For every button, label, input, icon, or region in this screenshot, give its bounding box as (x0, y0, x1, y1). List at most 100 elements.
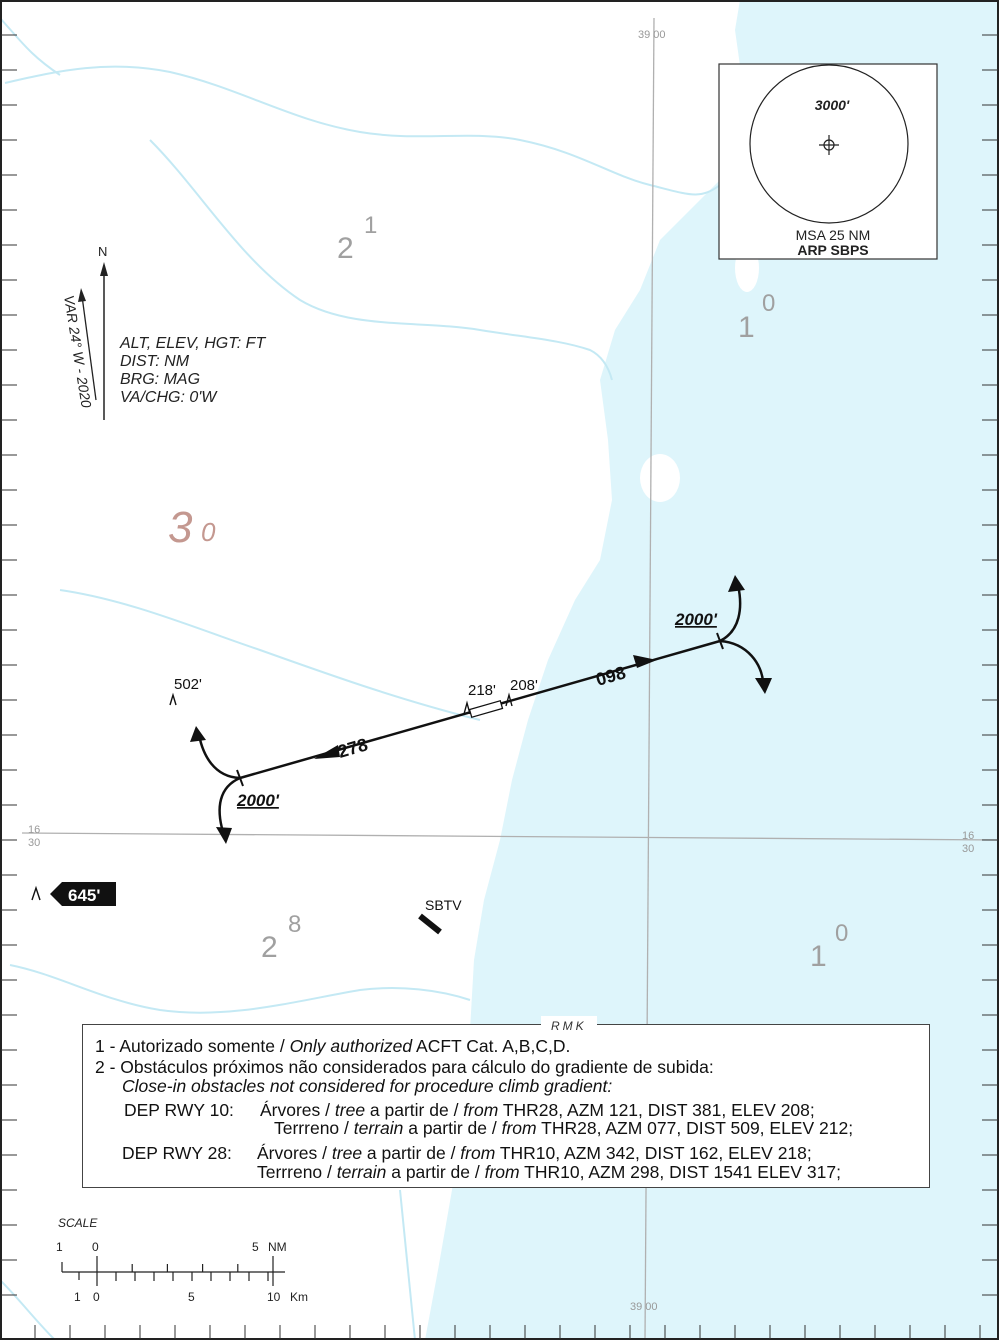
airport-sbtv: SBTV (418, 897, 462, 935)
rwy28-tree-tail: THR10, AZM 342, DIST 162, ELEV 218; (495, 1143, 812, 1163)
rwy10-tree-pt: Árvores / (260, 1100, 335, 1120)
remarks-title: RMK (541, 1016, 597, 1036)
arp-crosshair-icon (819, 135, 839, 155)
turn-arrow-icon (216, 827, 232, 844)
obstacle-218: 218' (468, 682, 496, 699)
remark-1-tail: ACFT Cat. A,B,C,D. (412, 1036, 571, 1056)
latitude-label-left-top: 16 (28, 824, 40, 836)
sector-number-sub: 1 (364, 212, 377, 239)
rwy28-tree-mid: a partir de / (362, 1143, 461, 1163)
remarks-box: RMK 1 - Autorizado somente / Only author… (82, 1016, 930, 1188)
sector-number-sub: 0 (762, 290, 775, 317)
rwy10-terrain-tail: THR28, AZM 077, DIST 509, ELEV 212; (536, 1118, 854, 1138)
obstacle-208: 208' (510, 677, 538, 694)
departure-route (190, 575, 772, 844)
msa-panel: 3000' MSA 25 NM ARP SBPS (718, 63, 938, 260)
rwy10-terrain: Terrreno / terrain a partir de / from TH… (274, 1118, 853, 1138)
units-legend: ALT, ELEV, HGT: FT DIST: NM BRG: MAG VA/… (119, 335, 266, 406)
rwy10-terrain-from: from (501, 1118, 537, 1138)
turn-arrow-icon (190, 726, 206, 742)
rwy28-terrain-from: from (484, 1162, 520, 1182)
remark-1-pt: 1 - Autorizado somente / (95, 1036, 290, 1056)
msa-label: MSA 25 NM (796, 227, 871, 243)
rwy28-tree-pt: Árvores / (257, 1143, 332, 1163)
remark-2: 2 - Obstáculos próximos não considerados… (95, 1057, 714, 1077)
north-label: N (98, 244, 107, 259)
remark-1: 1 - Autorizado somente / Only authorized… (95, 1036, 570, 1056)
sector-number-accent: 3 (168, 503, 193, 552)
units-alt: ALT, ELEV, HGT: FT (119, 335, 266, 352)
turn-arrow-icon (728, 575, 745, 592)
remark-2-en: Close-in obstacles not considered for pr… (122, 1076, 613, 1096)
rwy28-tree-from: from (460, 1143, 496, 1163)
remark-1-en: Only authorized (289, 1036, 413, 1056)
arrowhead-east (633, 655, 657, 668)
rwy10-tree-tail: THR28, AZM 121, DIST 381, ELEV 208; (498, 1100, 815, 1120)
scale-nm-five: 5 (252, 1240, 259, 1254)
latitude-label-right-bottom: 30 (962, 843, 974, 855)
scale-km-one: 1 (74, 1290, 81, 1304)
island (640, 454, 680, 502)
scale-nm-unit: NM (268, 1240, 287, 1254)
rwy10-terrain-mid: a partir de / (403, 1118, 502, 1138)
sector-number: 2 (337, 232, 354, 265)
rwy10-terrain-pt: Terrreno / (274, 1118, 354, 1138)
sector-number: 1 (738, 311, 755, 344)
rwy10-tree: Árvores / tree a partir de / from THR28,… (260, 1100, 815, 1120)
north-arrow: N VAR 24° W - 2020 (61, 244, 108, 420)
sector-number: 2 (261, 931, 278, 964)
scale-km-ten: 10 (267, 1290, 281, 1304)
msa-reference: ARP SBPS (797, 242, 868, 258)
latitude-label-left-bottom: 30 (28, 837, 40, 849)
rwy28-terrain-mid: a partir de / (386, 1162, 485, 1182)
sector-number-sub: 0 (835, 920, 848, 947)
runway-symbol (468, 699, 504, 719)
highest-obstacle-flag: 645' (50, 882, 116, 906)
heading-west: 278 (336, 734, 370, 762)
obstacle-icon (169, 692, 177, 706)
scale-bar: SCALE 1 0 5 NM 1 0 5 10 Km (56, 1216, 308, 1304)
sea-area (425, 0, 999, 1340)
obstacle-icons (31, 692, 513, 901)
rwy28-terrain-tail: THR10, AZM 298, DIST 1541 ELEV 317; (519, 1162, 841, 1182)
scale-nm-zero: 0 (92, 1240, 99, 1254)
longitude-label-top: 39 00 (638, 29, 666, 41)
sector-numbers: 2 1 1 0 3 0 2 8 1 0 (168, 212, 848, 973)
rwy10-tree-from: from (463, 1100, 499, 1120)
longitude-label-bottom: 39 00 (630, 1301, 658, 1313)
rwy10-terrain-en: terrain (353, 1118, 404, 1138)
units-brg: BRG: MAG (120, 371, 200, 388)
obstacle-645: 645' (68, 886, 100, 905)
msa-altitude: 3000' (815, 97, 850, 113)
obstacle-icon (463, 700, 471, 715)
sector-number: 1 (810, 940, 827, 973)
scale-km-zero: 0 (93, 1290, 100, 1304)
obstacle-icon (505, 692, 513, 707)
rwy28-tree-en: tree (331, 1143, 363, 1163)
obstacle-icon (31, 885, 41, 901)
units-var: VA/CHG: 0'W (120, 389, 218, 406)
scale-km-unit: Km (290, 1290, 308, 1304)
rwy28-label: DEP RWY 28: (122, 1143, 232, 1163)
rwy28-terrain-pt: Terrreno / (257, 1162, 337, 1182)
airport-code: SBTV (425, 897, 462, 913)
scale-title: SCALE (58, 1216, 98, 1230)
turn-arrow-icon (755, 678, 772, 694)
rwy10-tree-en: tree (334, 1100, 366, 1120)
altitude-west: 2000' (236, 791, 280, 810)
sector-number-sub: 8 (288, 911, 301, 938)
units-dist: DIST: NM (120, 353, 190, 370)
grid-labels: 39 00 39 00 16 30 16 30 (28, 29, 974, 1313)
latitude-label-right-top: 16 (962, 830, 974, 842)
sector-number-sub-accent: 0 (201, 517, 216, 547)
rwy28-terrain-en: terrain (336, 1162, 387, 1182)
rwy28-tree: Árvores / tree a partir de / from THR10,… (257, 1143, 812, 1163)
obstacle-502: 502' (174, 676, 202, 693)
arrowhead-west (314, 745, 340, 759)
rwy28-terrain: Terrreno / terrain a partir de / from TH… (257, 1162, 841, 1182)
rivers (0, 17, 721, 1340)
altitude-east: 2000' (674, 610, 718, 629)
frame-ticks (1, 34, 998, 1339)
